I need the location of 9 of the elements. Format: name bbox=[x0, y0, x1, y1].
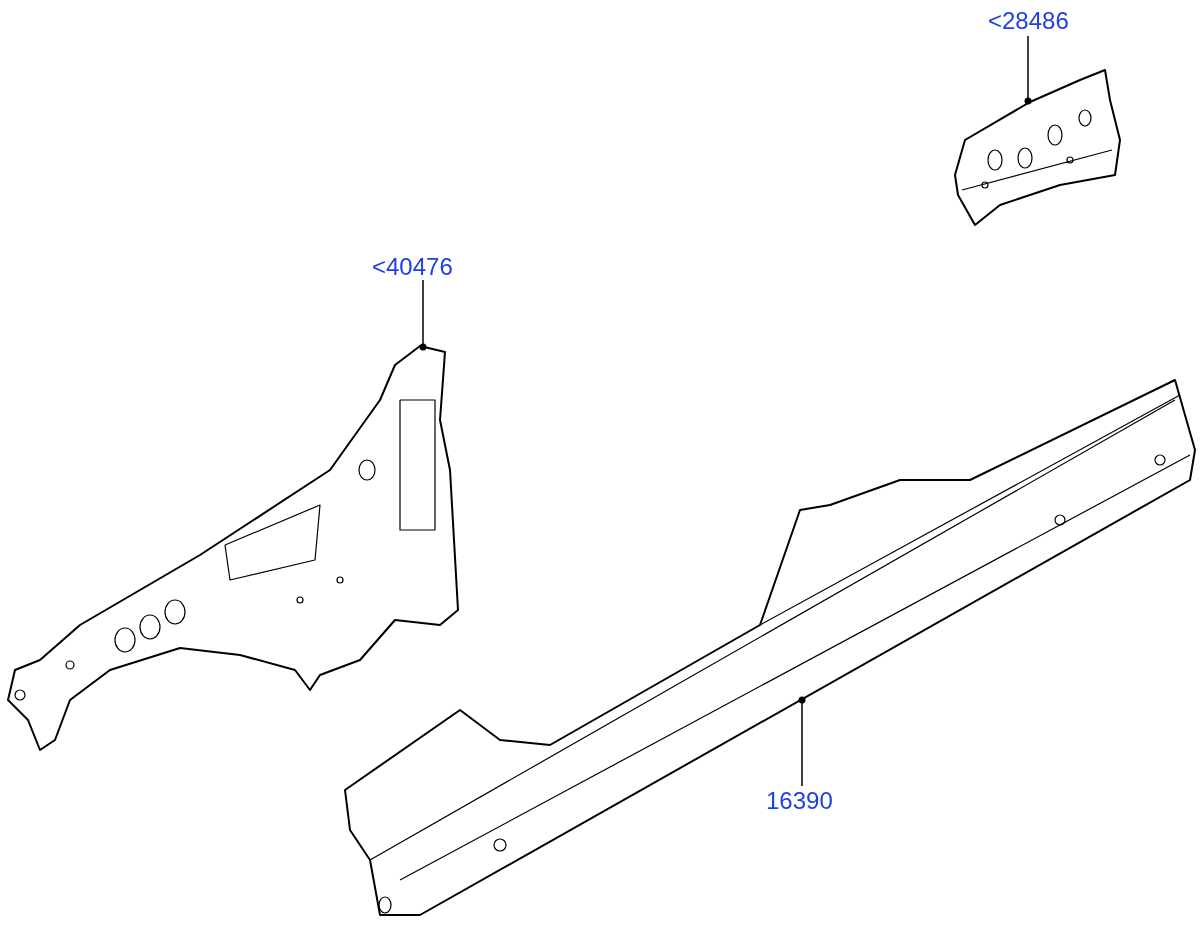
leader-line bbox=[419, 279, 427, 351]
part-number: <40476 bbox=[372, 254, 453, 280]
leader-line bbox=[798, 696, 806, 787]
sill-drawing bbox=[344, 379, 1196, 916]
panel-drawing bbox=[954, 69, 1121, 226]
part-number: 16390 bbox=[766, 788, 833, 814]
part-number: <28486 bbox=[988, 8, 1069, 34]
panel-drawing bbox=[7, 345, 459, 751]
leader-line bbox=[1024, 35, 1032, 105]
